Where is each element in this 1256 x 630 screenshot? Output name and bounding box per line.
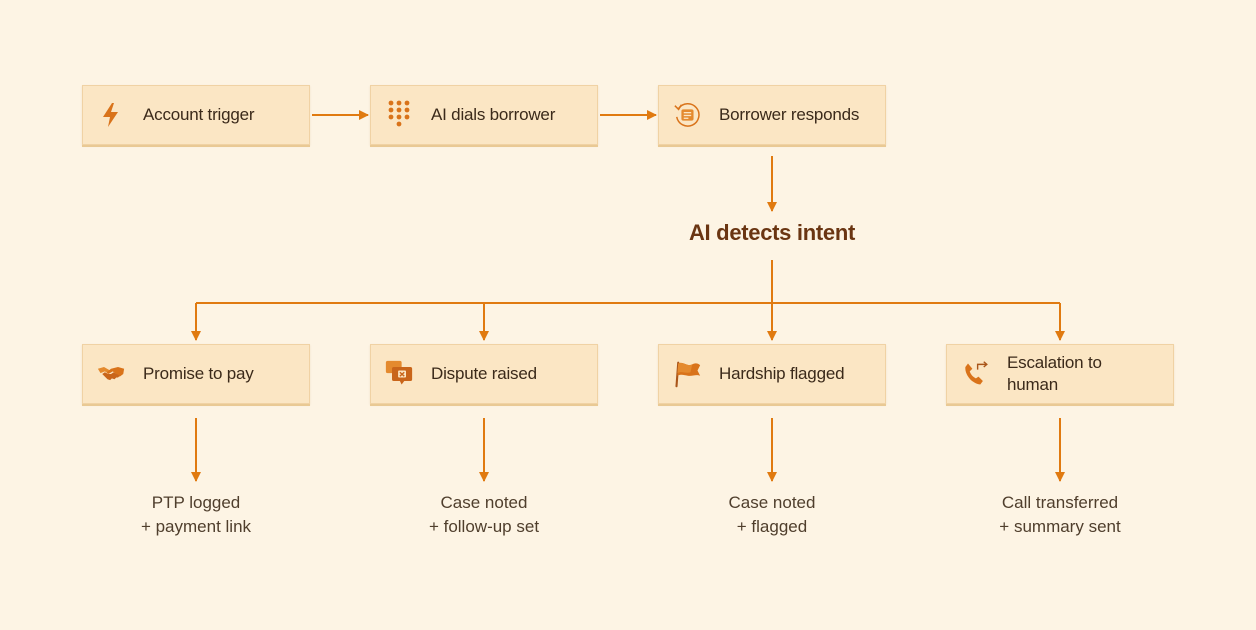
handshake-icon (97, 360, 125, 388)
branch-label: Dispute raised (431, 364, 537, 383)
step-borrower-responds: Borrower responds (658, 85, 886, 145)
dispute-chat-icon (385, 360, 413, 388)
step-label: Account trigger (143, 105, 255, 124)
branch-label: Hardship flagged (719, 364, 845, 383)
dial-pad-icon (385, 100, 413, 129)
branch-escalation-to-human: Escalation to human (946, 344, 1174, 404)
outcome-line: + flagged (736, 517, 808, 536)
outcome-escalation-to-human: Call transferred + summary sent (946, 491, 1174, 539)
branch-promise-to-pay: Promise to pay (82, 344, 310, 404)
branch-label: Promise to pay (143, 364, 254, 383)
branch-dispute-raised: Dispute raised (370, 344, 598, 404)
message-reply-icon (673, 101, 701, 129)
outcome-line: Case noted (440, 493, 528, 512)
branch-label: Escalation to human (1007, 353, 1102, 394)
step-label: Borrower responds (719, 105, 860, 124)
decision-label: AI detects intent (688, 220, 856, 245)
lightning-bolt-icon (97, 101, 125, 129)
outcome-line: PTP logged (151, 493, 241, 512)
outcome-hardship-flagged: Case noted + flagged (658, 491, 886, 539)
step-ai-dials: AI dials borrower (370, 85, 598, 145)
outcome-line: + summary sent (999, 517, 1121, 536)
flag-icon (673, 360, 701, 388)
outcome-line: Call transferred (1001, 493, 1119, 512)
outcome-line: Case noted (728, 493, 816, 512)
outcome-line: + payment link (140, 517, 252, 536)
outcome-promise-to-pay: PTP logged + payment link (82, 491, 310, 539)
step-label: AI dials borrower (431, 105, 556, 124)
step-account-trigger: Account trigger (82, 85, 310, 145)
phone-transfer-icon (961, 360, 989, 388)
branch-hardship-flagged: Hardship flagged (658, 344, 886, 404)
outcome-dispute-raised: Case noted + follow-up set (370, 491, 598, 539)
outcome-line: + follow-up set (428, 517, 540, 536)
